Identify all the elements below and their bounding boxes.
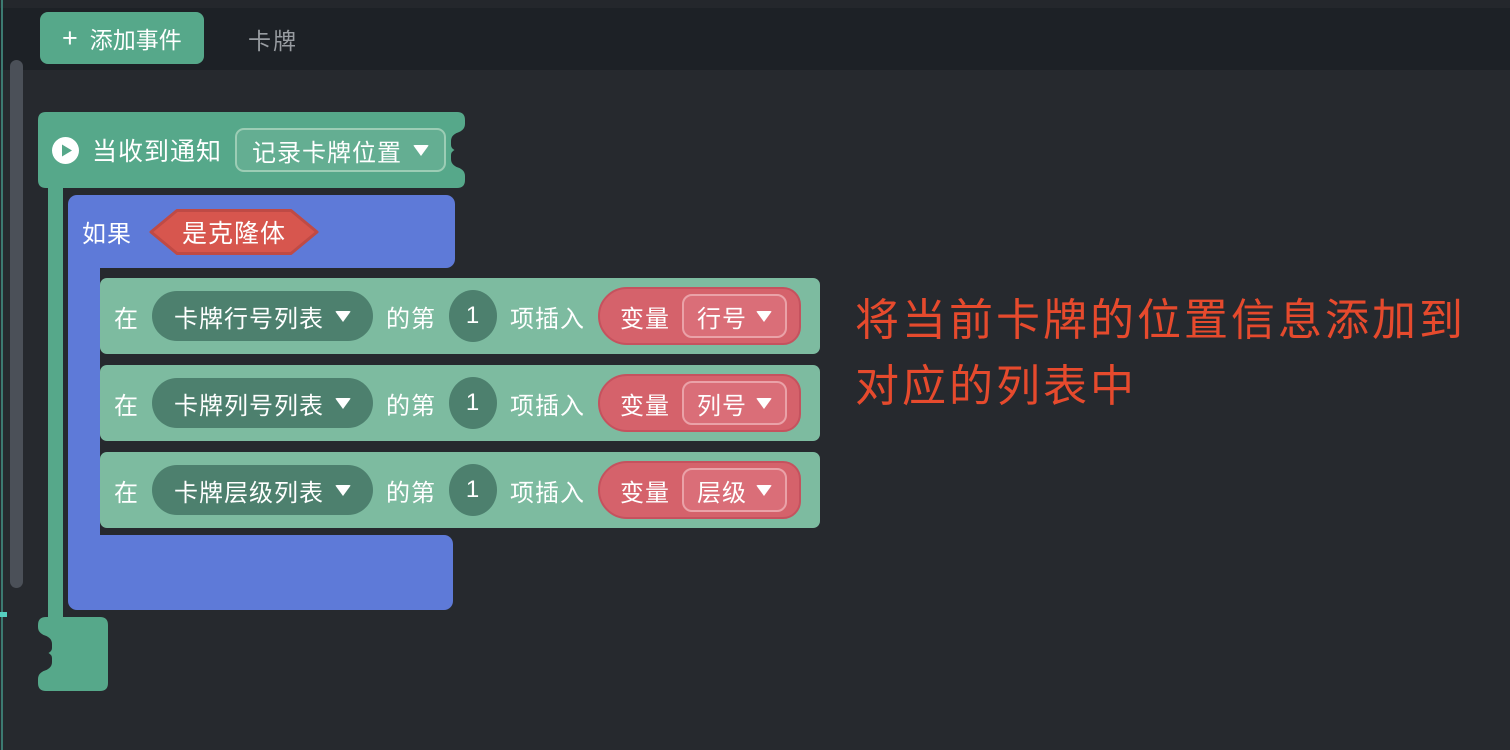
variable-label: 变量	[620, 479, 670, 507]
event-block-when-notified[interactable]: 当收到通知 记录卡牌位置	[38, 112, 465, 188]
dropdown-arrow-icon	[756, 310, 772, 322]
insert-mid-label: 的第	[386, 479, 436, 507]
annotation-line-1: 将当前卡牌的位置信息添加到	[855, 296, 1466, 345]
play-icon	[52, 136, 79, 164]
variable-dropdown-value: 行号	[697, 305, 747, 333]
vertical-scrollbar[interactable]	[10, 60, 23, 588]
add-event-label: 添加事件	[89, 27, 182, 53]
tab-card-label: 卡牌	[248, 28, 298, 54]
condition-hexagon-shape	[149, 208, 319, 255]
list-dropdown[interactable]: 卡牌行号列表	[152, 291, 373, 341]
event-block-label: 当收到通知	[92, 138, 223, 166]
variable-label: 变量	[620, 305, 670, 333]
dropdown-arrow-icon	[756, 397, 772, 409]
dropdown-arrow-icon	[335, 397, 351, 409]
list-dropdown-value: 卡牌列号列表	[174, 392, 324, 420]
insert-mid-label: 的第	[386, 305, 436, 333]
if-block-label: 如果	[82, 221, 132, 248]
variable-label: 变量	[620, 392, 670, 420]
annotation-line-2: 对应的列表中	[855, 362, 1137, 411]
end-cap-shape	[38, 617, 108, 691]
condition-block-is-clone[interactable]: 是克隆体	[148, 208, 320, 256]
insert-into-list-block[interactable]: 在 卡牌列号列表 的第 1 项插入 变量 列号	[100, 365, 820, 441]
if-block-left-column	[68, 266, 100, 537]
index-value: 1	[465, 389, 481, 416]
top-edge-strip	[0, 0, 1510, 8]
condition-label: 是克隆体	[181, 219, 286, 248]
if-block-footer	[68, 535, 453, 610]
toolbar: + 添加事件 卡牌	[0, 8, 1510, 70]
notification-dropdown[interactable]: 记录卡牌位置	[235, 128, 447, 172]
insert-suffix-label: 项插入	[510, 305, 585, 333]
plus-icon: +	[62, 22, 78, 53]
list-dropdown-value: 卡牌行号列表	[174, 305, 324, 333]
index-value: 1	[465, 302, 481, 329]
index-input[interactable]: 1	[449, 290, 497, 342]
list-dropdown[interactable]: 卡牌层级列表	[152, 465, 373, 515]
variable-dropdown[interactable]: 行号	[682, 294, 787, 338]
variable-dropdown[interactable]: 层级	[682, 468, 787, 512]
index-input[interactable]: 1	[449, 377, 497, 429]
insert-mid-label: 的第	[386, 392, 436, 420]
insert-into-list-block[interactable]: 在 卡牌行号列表 的第 1 项插入 变量 行号	[100, 278, 820, 354]
variable-block[interactable]: 变量 列号	[598, 374, 801, 432]
workspace-edge-marker	[0, 612, 7, 617]
list-dropdown-value: 卡牌层级列表	[174, 479, 324, 507]
index-value: 1	[465, 476, 481, 503]
dropdown-arrow-icon	[756, 484, 772, 496]
dropdown-arrow-icon	[335, 310, 351, 322]
add-event-button[interactable]: + 添加事件	[40, 12, 204, 64]
insert-prefix-label: 在	[114, 479, 139, 507]
tab-card[interactable]: 卡牌	[248, 8, 298, 70]
event-block-end-cap[interactable]	[38, 617, 108, 691]
dropdown-arrow-icon	[335, 484, 351, 496]
variable-dropdown-value: 列号	[697, 392, 747, 420]
list-dropdown[interactable]: 卡牌列号列表	[152, 378, 373, 428]
dropdown-arrow-icon	[413, 144, 430, 156]
variable-block[interactable]: 变量 行号	[598, 287, 801, 345]
annotation-text: 将当前卡牌的位置信息添加到 对应的列表中	[855, 288, 1466, 420]
insert-into-list-block[interactable]: 在 卡牌层级列表 的第 1 项插入 变量 层级	[100, 452, 820, 528]
insert-suffix-label: 项插入	[510, 392, 585, 420]
insert-suffix-label: 项插入	[510, 479, 585, 507]
insert-prefix-label: 在	[114, 305, 139, 333]
if-block-header[interactable]: 如果 是克隆体	[68, 195, 455, 268]
insert-prefix-label: 在	[114, 392, 139, 420]
index-input[interactable]: 1	[449, 464, 497, 516]
variable-dropdown-value: 层级	[697, 479, 747, 507]
variable-dropdown[interactable]: 列号	[682, 381, 787, 425]
variable-block[interactable]: 变量 层级	[598, 461, 801, 519]
event-block-spine	[48, 185, 63, 620]
notification-dropdown-value: 记录卡牌位置	[252, 139, 403, 167]
workspace-edge-line	[1, 0, 3, 750]
